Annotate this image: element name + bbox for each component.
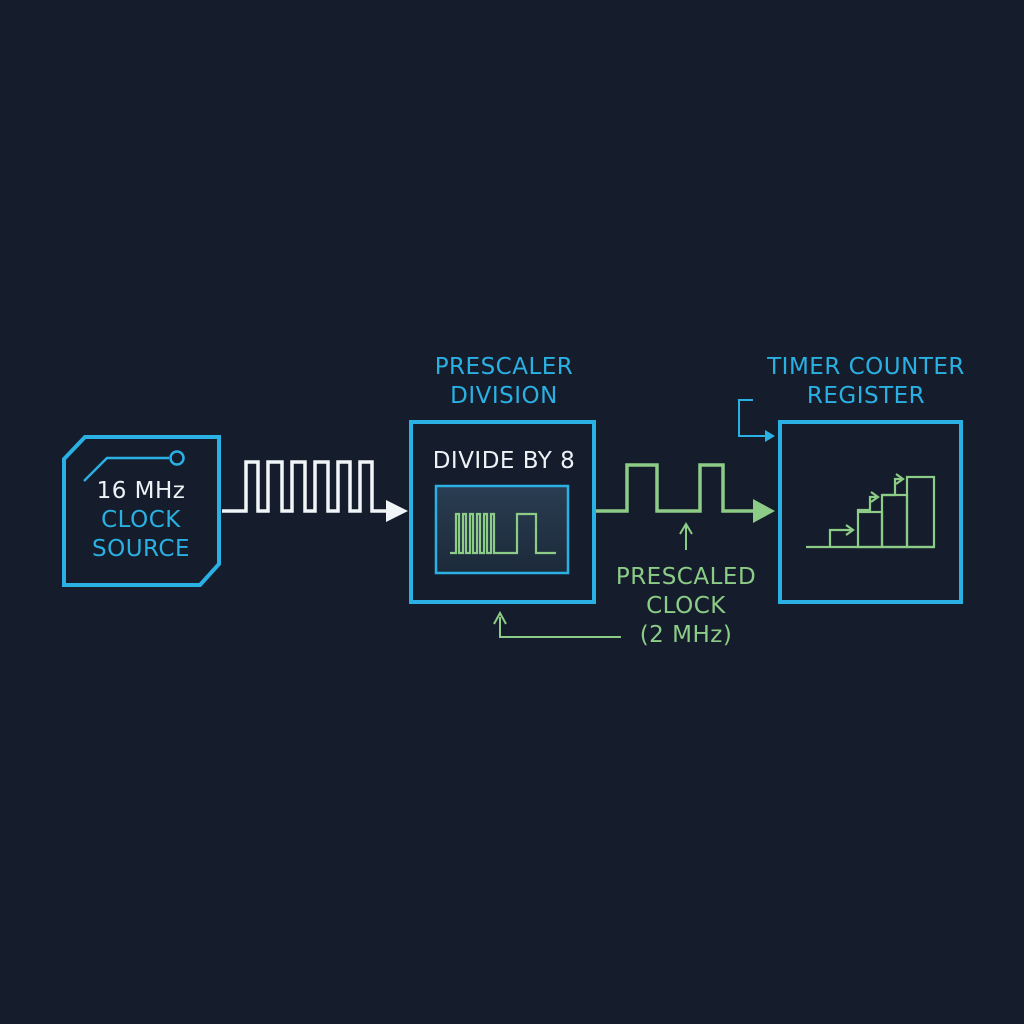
prescaler-box [409, 420, 596, 604]
clock-source-label-line2: SOURCE [92, 536, 190, 562]
prescaler-title-line2: DIVISION [450, 383, 558, 409]
prescaled-signal-arrowhead [753, 499, 775, 523]
divide-by-label: DIVIDE BY 8 [432, 448, 576, 474]
prescaled-label-pointer-head [679, 522, 693, 535]
timer-title-pointer [738, 399, 768, 437]
divided-waveform-trace [450, 512, 556, 555]
timer-title-line1: TIMER COUNTER [767, 354, 965, 380]
prescaled-clock-signal [596, 463, 755, 513]
timer-register-box [778, 420, 963, 604]
prescaled-clock-label-line1: PRESCALED [615, 564, 757, 590]
chip-trace-icon [83, 456, 169, 482]
clock-source-chip [62, 435, 221, 587]
clock-frequency-label: 16 MHz [96, 478, 186, 504]
timer-title-line2: REGISTER [806, 383, 926, 409]
prescaler-title-line1: PRESCALER [434, 354, 574, 380]
source-signal-arrowhead [386, 500, 408, 522]
prescaled-clock-label-line2: CLOCK [646, 593, 726, 619]
timer-title-pointer-head [765, 430, 775, 442]
clock-source-label-line1: CLOCK [101, 507, 181, 533]
chip-pin-icon [169, 450, 185, 466]
feedback-arrowhead [493, 610, 507, 625]
staircase-counter-icon [806, 473, 936, 549]
source-clock-signal [222, 460, 388, 513]
feedback-line [499, 617, 621, 638]
prescaled-clock-label-line3: (2 MHz) [639, 622, 733, 648]
